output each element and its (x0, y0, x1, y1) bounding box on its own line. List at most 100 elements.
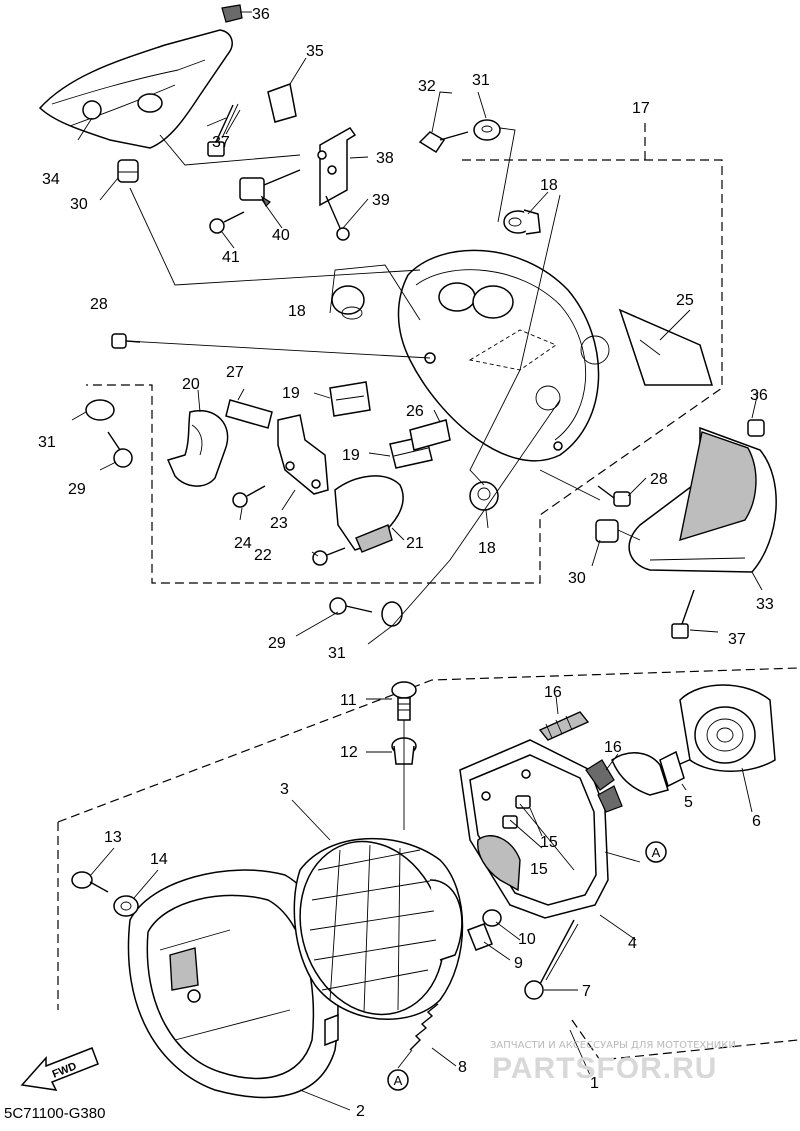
socket-40 (239, 169, 301, 208)
part-label-38: 38 (376, 150, 394, 167)
part-label-31a: 31 (472, 72, 490, 89)
part-label-15b: 15 (530, 861, 548, 878)
part-label-32: 32 (418, 78, 436, 95)
upper-cover-34 (38, 4, 301, 166)
part-label-18b: 18 (288, 303, 306, 320)
grommet-30-top (117, 159, 139, 183)
bolt-37-top (207, 103, 241, 157)
grommet-18-left (331, 285, 365, 320)
part-label-28b: 28 (650, 471, 668, 488)
clip-19-upper (329, 381, 371, 417)
bolt-29-bottom (329, 597, 373, 615)
part-label-34: 34 (42, 171, 60, 188)
part-label-5: 5 (684, 794, 693, 811)
lens-unit-3 (293, 837, 464, 1020)
headlight-rim-2 (127, 869, 339, 1099)
part-label-23: 23 (270, 515, 288, 532)
part-label-39: 39 (372, 192, 390, 209)
screw-24 (232, 485, 266, 508)
part-label-30b: 30 (568, 570, 586, 587)
screw-39 (325, 195, 350, 241)
grommet-18-top (503, 209, 541, 235)
part-label-4: 4 (628, 935, 637, 952)
part-label-12: 12 (340, 744, 358, 761)
assembly-17-outline (86, 120, 723, 584)
part-label-13: 13 (104, 829, 122, 846)
part-label-26: 26 (406, 403, 424, 420)
sticker-27 (225, 399, 273, 429)
part-label-24: 24 (234, 535, 252, 552)
screw-13 (71, 871, 109, 893)
part-label-9: 9 (514, 955, 523, 972)
part-label-41: 41 (222, 249, 240, 266)
part-label-25: 25 (676, 292, 694, 309)
watermark-tagline: ЗАПЧАСТИ И АКСЕССУАРЫ ДЛЯ МОТОТЕХНИКИ (490, 1040, 736, 1051)
part-label-16b: 16 (604, 739, 622, 756)
part-label-17: 17 (632, 100, 650, 117)
callout-a-bottom-label: A (394, 1073, 403, 1088)
part-label-40: 40 (272, 227, 290, 244)
sticker-26 (409, 419, 451, 451)
part-label-18c: 18 (478, 540, 496, 557)
grommet-30-right (595, 519, 641, 543)
clip-9 (467, 923, 493, 951)
sticker-35 (267, 82, 297, 123)
socket-16-upper (538, 711, 590, 741)
nut-14 (113, 895, 139, 917)
leader-lines-lower (89, 695, 753, 1111)
lower-cover-33 (628, 419, 777, 573)
diagram-code: 5C71100-G380 (4, 1105, 105, 1122)
part-label-1: 1 (590, 1075, 599, 1092)
part-label-28a: 28 (90, 296, 108, 313)
part-label-16a: 16 (544, 684, 562, 701)
mounting-bracket-4 (459, 739, 609, 919)
bolt-32 (418, 131, 469, 154)
part-label-31b: 31 (38, 434, 56, 451)
washer-31-bottom (381, 601, 403, 627)
bolt-37-right (671, 589, 695, 639)
bulb-cover-6 (679, 684, 776, 772)
bolt-29-left (107, 431, 133, 468)
part-label-37a: 37 (212, 134, 230, 151)
part-label-30a: 30 (70, 196, 88, 213)
washer-31-left (85, 399, 115, 421)
screw-22 (312, 547, 346, 566)
headlight-shell-17 (397, 249, 610, 462)
part-label-7: 7 (582, 983, 591, 1000)
part-label-14: 14 (150, 851, 168, 868)
part-label-36a: 36 (252, 6, 270, 23)
part-label-11: 11 (340, 692, 357, 709)
forward-arrow: FWD (20, 1047, 99, 1091)
part-label-33: 33 (756, 596, 774, 613)
part-label-36b: 36 (750, 387, 768, 404)
callout-a-right-label: A (652, 845, 661, 860)
part-label-29a: 29 (68, 481, 86, 498)
watermark-logo: ЗАПЧАСТИ И АКСЕССУАРЫ ДЛЯ МОТОТЕХНИКИ PA… (490, 1040, 736, 1085)
part-label-3: 3 (280, 781, 289, 798)
part-label-20: 20 (182, 376, 200, 393)
part-label-35: 35 (306, 43, 324, 60)
screw-11 (391, 681, 417, 721)
callout-a-bottom: A (387, 1069, 409, 1091)
part-number-labels: 36 35 32 31 17 37 38 34 18 30 39 40 41 2… (38, 6, 774, 1120)
part-label-21: 21 (406, 535, 424, 552)
part-label-19a: 19 (282, 385, 300, 402)
bolt-28-right (597, 485, 631, 507)
part-label-31c: 31 (328, 645, 346, 662)
cover-21 (334, 475, 404, 553)
part-label-27: 27 (226, 364, 244, 381)
assembly-1-outline (57, 667, 799, 1061)
bolt-28-left (111, 333, 431, 359)
screw-41 (209, 211, 245, 234)
part-label-37b: 37 (728, 631, 746, 648)
sticker-25 (618, 308, 714, 386)
bracket-20 (166, 409, 229, 487)
socket-16-lower (585, 759, 623, 813)
part-label-15a: 15 (540, 834, 558, 851)
spring-8 (409, 1003, 439, 1051)
callout-a-right: A (645, 841, 667, 863)
part-label-19b: 19 (342, 447, 360, 464)
part-label-6: 6 (752, 813, 761, 830)
screw-7 (524, 919, 579, 1000)
